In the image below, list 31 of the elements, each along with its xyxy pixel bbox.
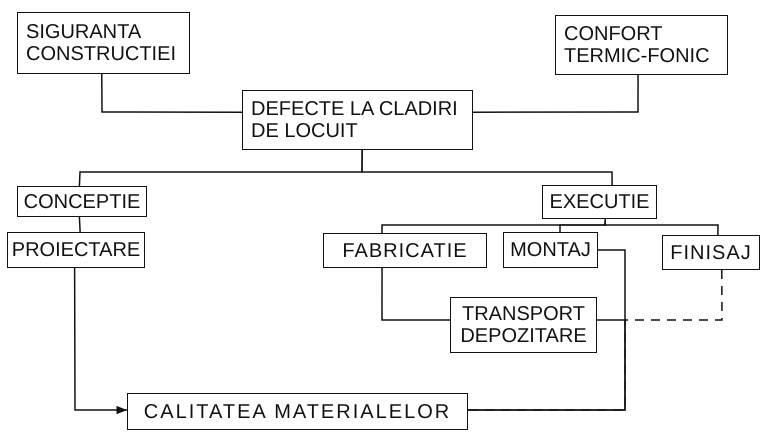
process-box xyxy=(127,393,468,430)
process-box xyxy=(450,297,597,353)
connector-line xyxy=(468,249,626,411)
box-label: PROIECTARE xyxy=(12,239,140,261)
box-label: CONCEPTIE xyxy=(24,190,140,212)
process-box xyxy=(17,186,147,217)
box-label: CONFORT TERMIC-FONIC xyxy=(564,23,711,67)
process-box xyxy=(662,235,760,270)
box-label: FINISAJ xyxy=(670,242,752,264)
box-label: MONTAJ xyxy=(510,239,591,261)
process-box xyxy=(7,232,145,268)
arrow xyxy=(74,268,127,414)
process-box xyxy=(17,12,190,74)
process-box xyxy=(542,185,657,219)
connector-line xyxy=(381,268,450,321)
box-label: TRANSPORT DEPOZITARE xyxy=(459,303,588,347)
connector-line xyxy=(78,216,81,232)
box-label: CALITATEA MATERIALELOR xyxy=(144,400,452,422)
process-box xyxy=(503,232,598,268)
box-label: FABRICATIE xyxy=(342,240,468,262)
process-box xyxy=(323,233,487,268)
process-box xyxy=(555,15,728,75)
connector-line xyxy=(473,75,639,113)
process-box xyxy=(242,90,473,150)
box-label: DEFECTE LA CLADIRI DE LOCUIT xyxy=(251,98,459,142)
box-label: SIGURANTA CONSTRUCTIEI xyxy=(26,21,177,65)
connector-line xyxy=(361,150,613,185)
box-label: EXECUTIE xyxy=(549,191,650,213)
connector-line xyxy=(604,218,719,236)
connector-line xyxy=(101,74,242,113)
dashed-connector xyxy=(468,270,723,411)
